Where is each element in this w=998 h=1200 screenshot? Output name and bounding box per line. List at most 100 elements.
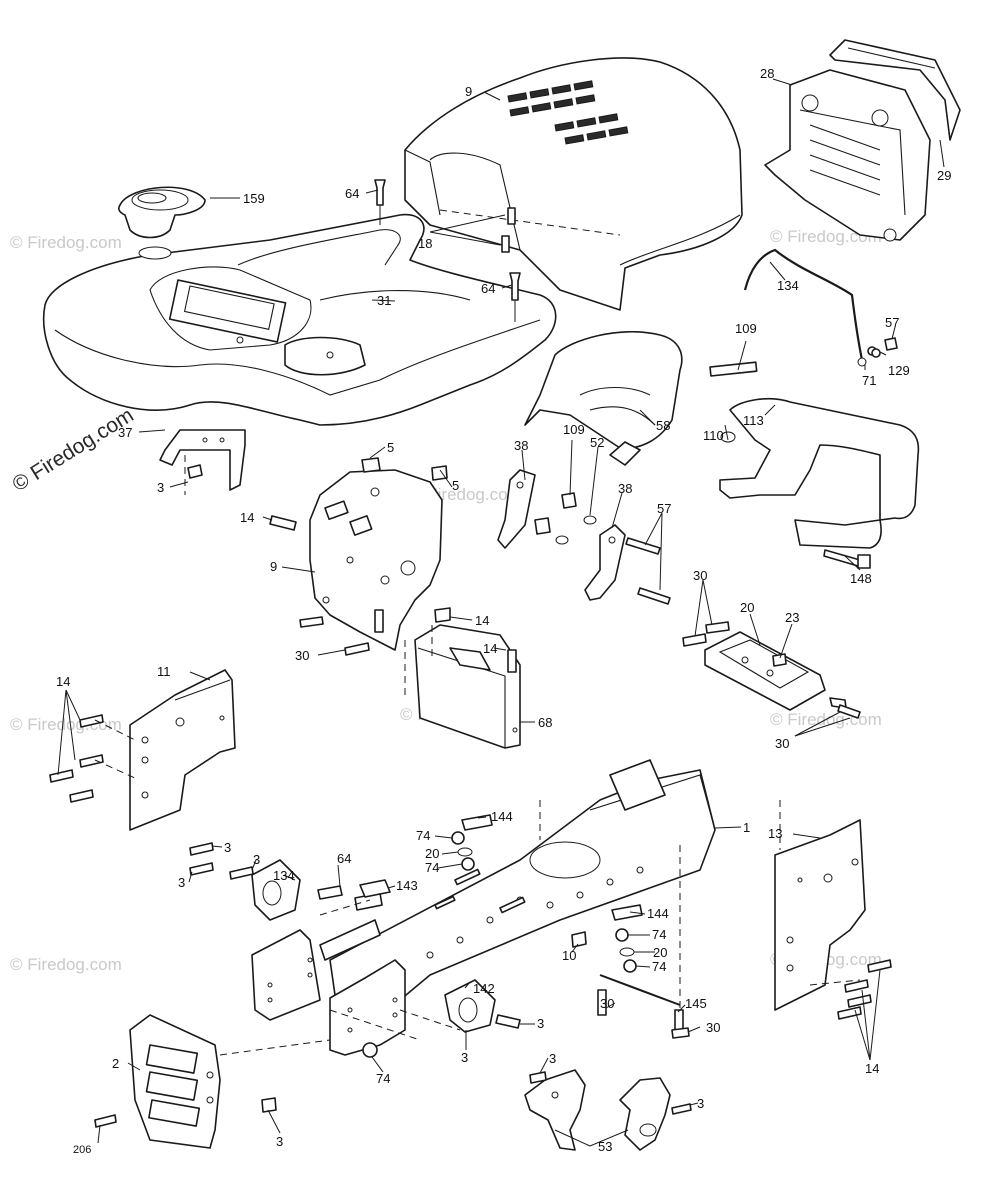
callout-label: 3 xyxy=(224,840,231,855)
lift-rod-part xyxy=(743,248,877,367)
left-arm-part xyxy=(497,469,536,549)
callout-label: 20 xyxy=(740,600,754,615)
callout-label: 1 xyxy=(743,820,750,835)
callout-label: 109 xyxy=(735,321,757,336)
grille-part xyxy=(764,69,931,242)
front-rail-part xyxy=(329,959,406,1058)
callout-label: 134 xyxy=(273,868,295,883)
hood-vents xyxy=(507,80,629,145)
callout-label: 3 xyxy=(697,1096,704,1111)
callout-label: 9 xyxy=(270,559,277,574)
callout-label: 3 xyxy=(253,852,260,867)
callout-label: 29 xyxy=(937,168,951,183)
callout-label: 3 xyxy=(461,1050,468,1065)
callout-label: 110 xyxy=(703,428,724,443)
callout-label: 30 xyxy=(693,568,707,583)
callout-label: 20 xyxy=(425,846,439,861)
callout-label: 3 xyxy=(157,480,164,495)
callout-label: 28 xyxy=(760,66,774,81)
callout-label: 20 xyxy=(653,945,667,960)
callout-label: 64 xyxy=(345,186,359,201)
callout-label: 71 xyxy=(862,373,876,388)
callout-label: 142 xyxy=(473,981,495,996)
callout-label: 144 xyxy=(491,809,513,824)
hood-pins-part xyxy=(429,207,516,253)
callout-label: 37 xyxy=(118,425,132,440)
callout-label: 38 xyxy=(514,438,528,453)
callout-labels: 9 159 64 18 64 31 37 3 14 9 9 5 5 14 30 … xyxy=(56,66,951,1156)
callout-label: 57 xyxy=(885,315,899,330)
watermark-faint: © Firedog.com xyxy=(10,955,122,974)
callout-label: 64 xyxy=(337,851,351,866)
callout-label: 9 xyxy=(465,84,472,99)
callout-label: 52 xyxy=(590,435,604,450)
fuel-cap-part xyxy=(118,186,206,239)
callout-label: 74 xyxy=(652,959,666,974)
callout-label: 10 xyxy=(562,948,576,963)
callout-label: 68 xyxy=(538,715,552,730)
left-side-panel-part xyxy=(129,669,236,831)
callout-label: 3 xyxy=(537,1016,544,1031)
left-axle-bracket-part xyxy=(189,842,391,921)
callout-label: 64 xyxy=(481,281,495,296)
callout-label: 30 xyxy=(775,736,789,751)
callout-label: 129 xyxy=(888,363,910,378)
arm-hardware xyxy=(534,492,671,605)
hood-part xyxy=(404,57,743,311)
callout-label: 148 xyxy=(850,571,872,586)
callout-label: 30 xyxy=(706,1020,720,1035)
callout-label: 58 xyxy=(656,418,670,433)
handle-part xyxy=(719,397,920,549)
grip-part xyxy=(709,361,758,377)
dash-panel-part xyxy=(309,469,443,651)
callout-label: 14 xyxy=(483,641,497,656)
right-arm-part xyxy=(584,524,626,601)
callout-label: 14 xyxy=(240,510,254,525)
callout-label: 53 xyxy=(598,1139,612,1154)
callout-label: 145 xyxy=(685,996,707,1011)
dash-bolts xyxy=(269,515,451,656)
callout-label: 18 xyxy=(418,236,432,251)
assembly-lines xyxy=(94,455,861,1056)
left-panel-bolts xyxy=(49,714,104,803)
callout-label: 14 xyxy=(475,613,489,628)
callout-label: 3 xyxy=(276,1134,283,1149)
right-side-panel-part xyxy=(774,819,866,1011)
main-frame-part xyxy=(329,759,716,1031)
rod-hardware xyxy=(871,337,898,358)
front-plate-part xyxy=(129,1014,221,1149)
callout-label: 38 xyxy=(618,481,632,496)
callout-label: 74 xyxy=(652,927,666,942)
lower-panel-part xyxy=(414,624,521,749)
callout-label: 31 xyxy=(377,293,391,308)
callout-label: 30 xyxy=(295,648,309,663)
callout-label: 14 xyxy=(865,1061,879,1076)
callout-label: 74 xyxy=(416,828,430,843)
callout-label: 74 xyxy=(376,1071,390,1086)
support-bracket-part xyxy=(159,429,246,491)
callout-label: 3 xyxy=(549,1051,556,1066)
watermark-faint: © Firedog.com xyxy=(10,233,122,252)
callout-label: 14 xyxy=(56,674,70,689)
frame-rod xyxy=(571,931,690,1039)
fender-bolts xyxy=(374,179,521,322)
front-plate-bolts xyxy=(94,1097,277,1128)
watermark-faint: © Firedog.com xyxy=(10,715,122,734)
frame-hardware xyxy=(451,814,643,973)
callout-label: 134 xyxy=(777,278,799,293)
left-rail-part xyxy=(251,919,381,1021)
callout-label: 3 xyxy=(178,875,185,890)
callout-label: 5 xyxy=(452,478,459,493)
lower-brackets-part xyxy=(524,1069,692,1151)
callout-label: 23 xyxy=(785,610,799,625)
callout-label: 113 xyxy=(743,413,764,428)
callout-label: 144 xyxy=(647,906,669,921)
callout-label: 57 xyxy=(657,501,671,516)
handle-bolt xyxy=(823,549,871,569)
callout-label: 109 xyxy=(563,422,585,437)
callout-label: 74 xyxy=(425,860,439,875)
callout-label: 2 xyxy=(112,1056,119,1071)
fender-part xyxy=(42,213,557,426)
callout-label: 159 xyxy=(243,191,265,206)
